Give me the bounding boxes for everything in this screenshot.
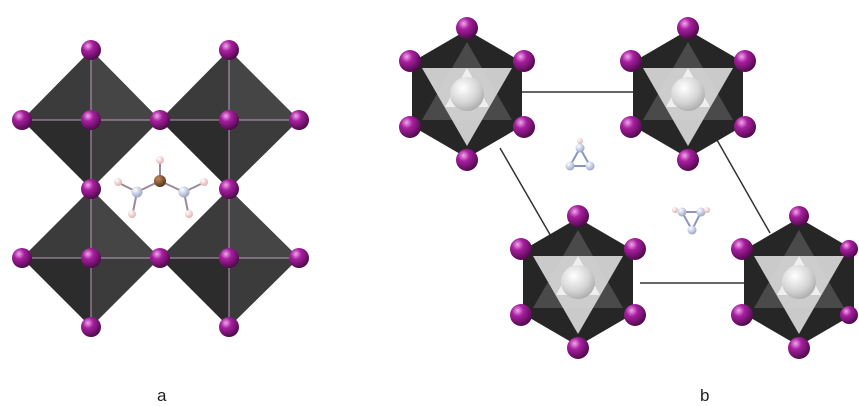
metal-center-atom [671,77,705,111]
halide-atom [789,206,809,226]
halide-atom [620,50,642,72]
octahedron-cluster [510,205,646,359]
halide-atom [219,179,239,199]
panel-label-b: b [700,386,710,405]
halide-atom [513,50,535,72]
hydrogen-atom [185,210,193,218]
halide-atom [510,238,532,260]
halide-atom [731,304,753,326]
hydrogen-atom [156,156,164,164]
panel-a-structure [12,40,309,337]
octahedron-cluster [399,17,535,171]
halide-atom [456,17,478,39]
metal-center-atom [450,77,484,111]
halide-atom [219,248,239,268]
cation-cluster [672,207,710,235]
hydrogen-atom [200,178,208,186]
halide-atom [510,304,532,326]
halide-atom [734,50,756,72]
halide-atom [624,304,646,326]
halide-atom [81,40,101,60]
halide-atom [12,248,32,268]
organic-cation [114,156,208,218]
hydrogen-atom [128,210,136,218]
halide-atom [399,50,421,72]
metal-center-atom [782,265,816,299]
halide-atom [219,110,239,130]
halide-atom [81,248,101,268]
halide-atom [81,110,101,130]
metal-center-atom [561,265,595,299]
nitrogen-atom [131,186,143,198]
halide-atom [513,116,535,138]
halide-atom [289,248,309,268]
halide-atom [677,149,699,171]
halide-atom [788,337,810,359]
halide-atom [620,116,642,138]
halide-atom [150,248,170,268]
halide-atom [734,116,756,138]
hydrogen-atom [114,178,122,186]
halide-atom [731,238,753,260]
halide-atom [219,40,239,60]
panel-label-a: a [157,386,167,405]
halide-atom [624,238,646,260]
halide-atom [12,110,32,130]
octahedron-cluster [731,206,858,359]
octahedron-cluster [620,17,756,171]
halide-atom [840,306,858,324]
carbon-atom [154,175,166,187]
halide-atom [219,317,239,337]
halide-atom [456,149,478,171]
halide-atom [677,17,699,39]
halide-atom [567,337,589,359]
unit-cell [499,91,771,284]
halide-atom [81,179,101,199]
halide-atom [840,240,858,258]
cation-cluster [565,138,595,171]
halide-atom [150,110,170,130]
halide-atoms [12,40,309,337]
halide-atom [567,205,589,227]
panel-b-structure [399,17,858,359]
halide-atom [289,110,309,130]
halide-atom [81,317,101,337]
halide-atom [399,116,421,138]
nitrogen-atom [178,186,190,198]
